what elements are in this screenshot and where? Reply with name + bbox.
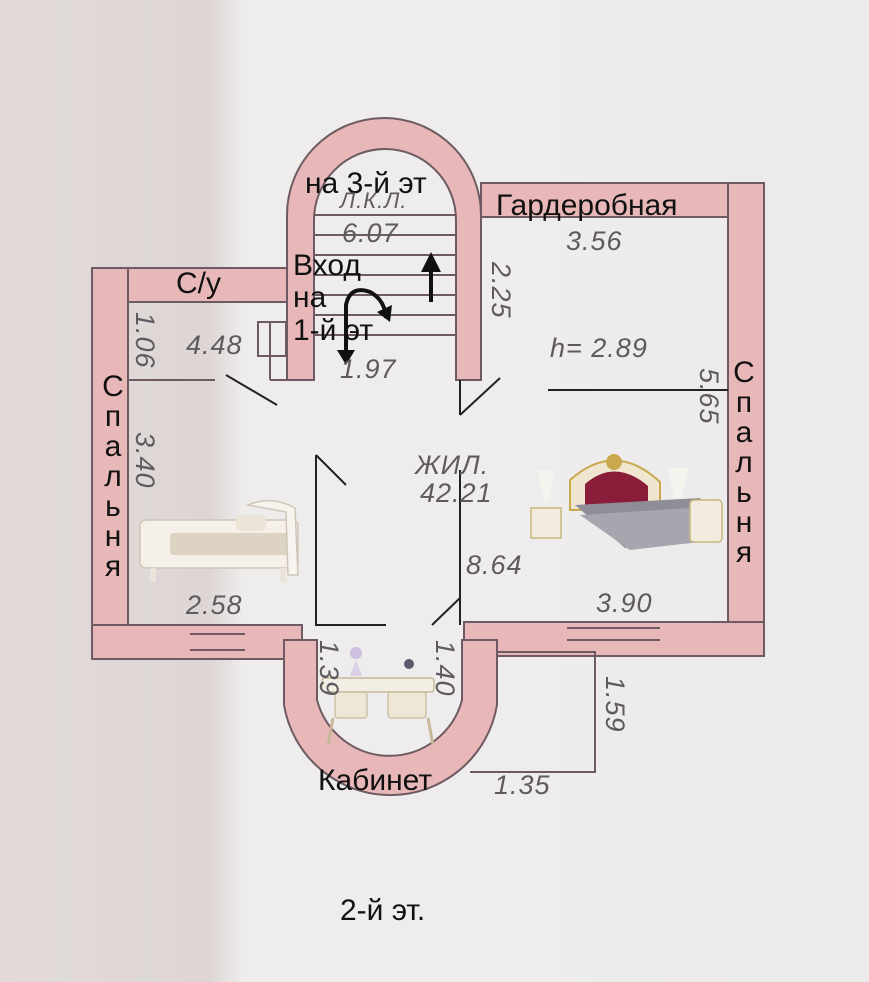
ceiling-height: h= 2.89 bbox=[550, 333, 648, 363]
arrow-up-icon bbox=[421, 252, 441, 302]
bedroom-label-letter: С bbox=[733, 356, 755, 389]
vanity-desk-icon bbox=[321, 647, 435, 746]
bedroom-label-letter: я bbox=[735, 536, 753, 569]
bedroom-label-letter: н bbox=[735, 506, 753, 539]
bedroom-label-letter: л bbox=[104, 460, 122, 493]
bedroom-label-letter: а bbox=[735, 416, 753, 449]
bedroom-label-letter: а bbox=[104, 430, 122, 463]
dim-hall-area: 1.97 bbox=[340, 354, 397, 384]
dim-right-area: 3.90 bbox=[596, 588, 653, 618]
dim-wc-area: 4.48 bbox=[186, 330, 243, 360]
curved-arrow-down-icon bbox=[337, 288, 392, 365]
stair-code: Л.К.Л. bbox=[340, 188, 408, 213]
dim-wc-depth: 1.06 bbox=[130, 312, 160, 369]
bedroom-label-letter: С bbox=[102, 370, 124, 403]
dim-living-area: 42.21 bbox=[420, 478, 493, 508]
living-code: ЖИЛ. bbox=[415, 450, 490, 480]
bedroom-label-letter: ь bbox=[736, 476, 752, 509]
bedroom-label-letter: я bbox=[104, 550, 122, 583]
wc-label: С/у bbox=[176, 267, 221, 300]
dim-stairs-area: 6.07 bbox=[342, 218, 399, 248]
floor-label: 2-й эт. bbox=[340, 894, 426, 927]
entrance-label: Вход на 1-й эт bbox=[293, 249, 374, 347]
dim-right-wall: 5.65 bbox=[694, 368, 724, 425]
royal-bed-icon bbox=[530, 454, 723, 550]
walls bbox=[91, 117, 765, 797]
bedroom-label-letter: п bbox=[104, 400, 122, 433]
bedroom-label-letter: ь bbox=[105, 490, 121, 523]
dim-center-area: 8.64 bbox=[466, 550, 523, 580]
plan-lines bbox=[128, 214, 728, 773]
dim-wardrobe-area: 3.56 bbox=[566, 226, 623, 256]
cabinet-label: Кабинет bbox=[318, 764, 433, 797]
dim-bottom-width: 1.35 bbox=[494, 770, 551, 800]
bedroom-label-letter: п bbox=[735, 386, 753, 419]
dim-cabinet-left: 1.39 bbox=[314, 640, 344, 697]
dim-left-wall: 3.40 bbox=[130, 432, 160, 489]
dim-wardrobe-depth: 2.25 bbox=[486, 262, 516, 319]
dim-annex-depth: 1.59 bbox=[600, 676, 630, 733]
bedroom-label-letter: л bbox=[735, 446, 753, 479]
bedroom-label-letter: н bbox=[104, 520, 122, 553]
dim-cabinet-right: 1.40 bbox=[430, 640, 460, 697]
dim-left-area: 2.58 bbox=[186, 590, 243, 620]
stairs-up-label: на 3-й эт bbox=[305, 167, 427, 200]
white-bed-icon bbox=[139, 499, 299, 582]
wardrobe-label: Гардеробная bbox=[496, 189, 678, 222]
